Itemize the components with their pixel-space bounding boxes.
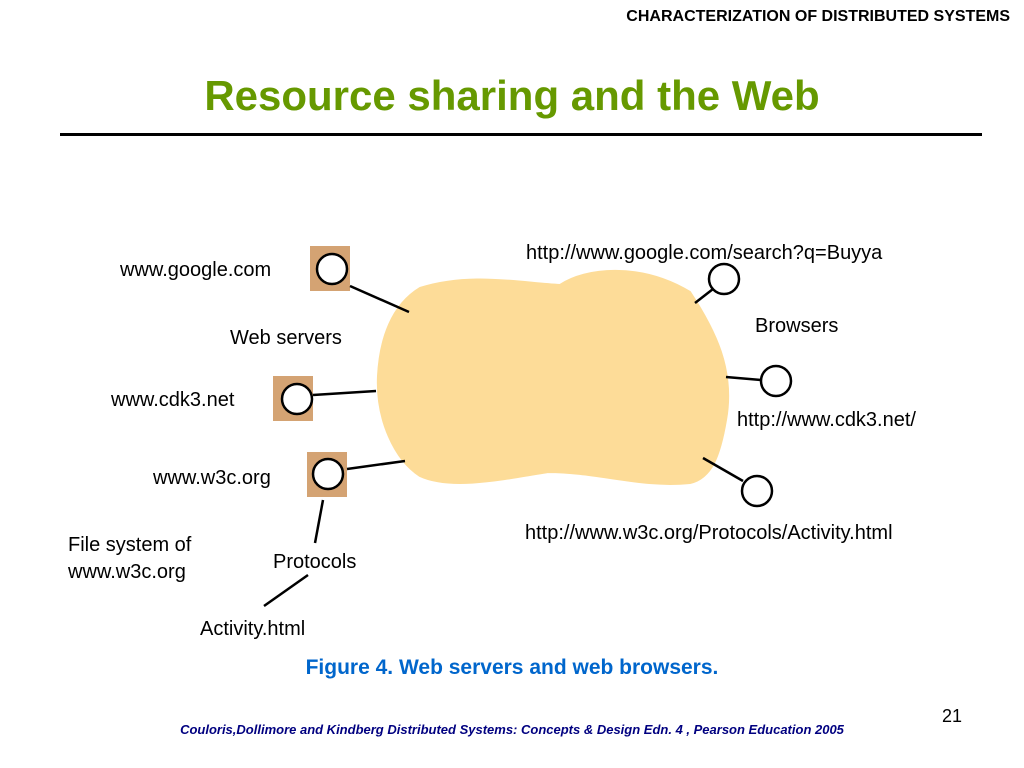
slide-title: Resource sharing and the Web [204, 72, 820, 119]
file-system-label-line2: www.w3c.org [68, 561, 186, 583]
slide-header: CHARACTERIZATION OF DISTRIBUTED SYSTEMS [626, 8, 1010, 25]
browser-node-w3c [740, 474, 774, 508]
server-node-w3c [311, 457, 345, 491]
web-servers-label: Web servers [230, 327, 342, 349]
server-label-google: www.google.com [120, 259, 272, 281]
browser-url-google: http://www.google.com/search?q=Buyya [526, 242, 883, 264]
browser-node-google [707, 262, 741, 296]
browsers-label: Browsers [755, 315, 839, 337]
file-system-label-line1: File system of [68, 534, 192, 556]
connector-w3c [346, 459, 406, 471]
connector-google [349, 284, 410, 314]
fs-line-upper [313, 499, 325, 544]
server-node-google [315, 252, 349, 286]
server-label-w3c: www.w3c.org [153, 467, 271, 489]
page-number: 21 [942, 706, 963, 726]
connector-cdk3 [312, 389, 377, 397]
server-node-cdk3 [280, 382, 314, 416]
browser-connector-google [694, 288, 714, 304]
title-rule [60, 133, 982, 136]
browser-url-cdk3: http://www.cdk3.net/ [737, 409, 916, 431]
browser-connector-cdk3 [725, 375, 762, 382]
figure-caption: Figure 4. Web servers and web browsers. [305, 656, 719, 679]
server-label-cdk3: www.cdk3.net [111, 389, 235, 411]
browser-url-w3c: http://www.w3c.org/Protocols/Activity.ht… [525, 522, 893, 544]
protocols-label: Protocols [273, 551, 357, 573]
fs-line-lower [263, 573, 309, 608]
browser-connector-w3c [702, 456, 744, 483]
slide-footer: Couloris,Dollimore and Kindberg Distribu… [180, 722, 844, 737]
activity-label: Activity.html [200, 618, 306, 640]
internet-cloud [376, 269, 730, 485]
browser-node-cdk3 [759, 364, 793, 398]
